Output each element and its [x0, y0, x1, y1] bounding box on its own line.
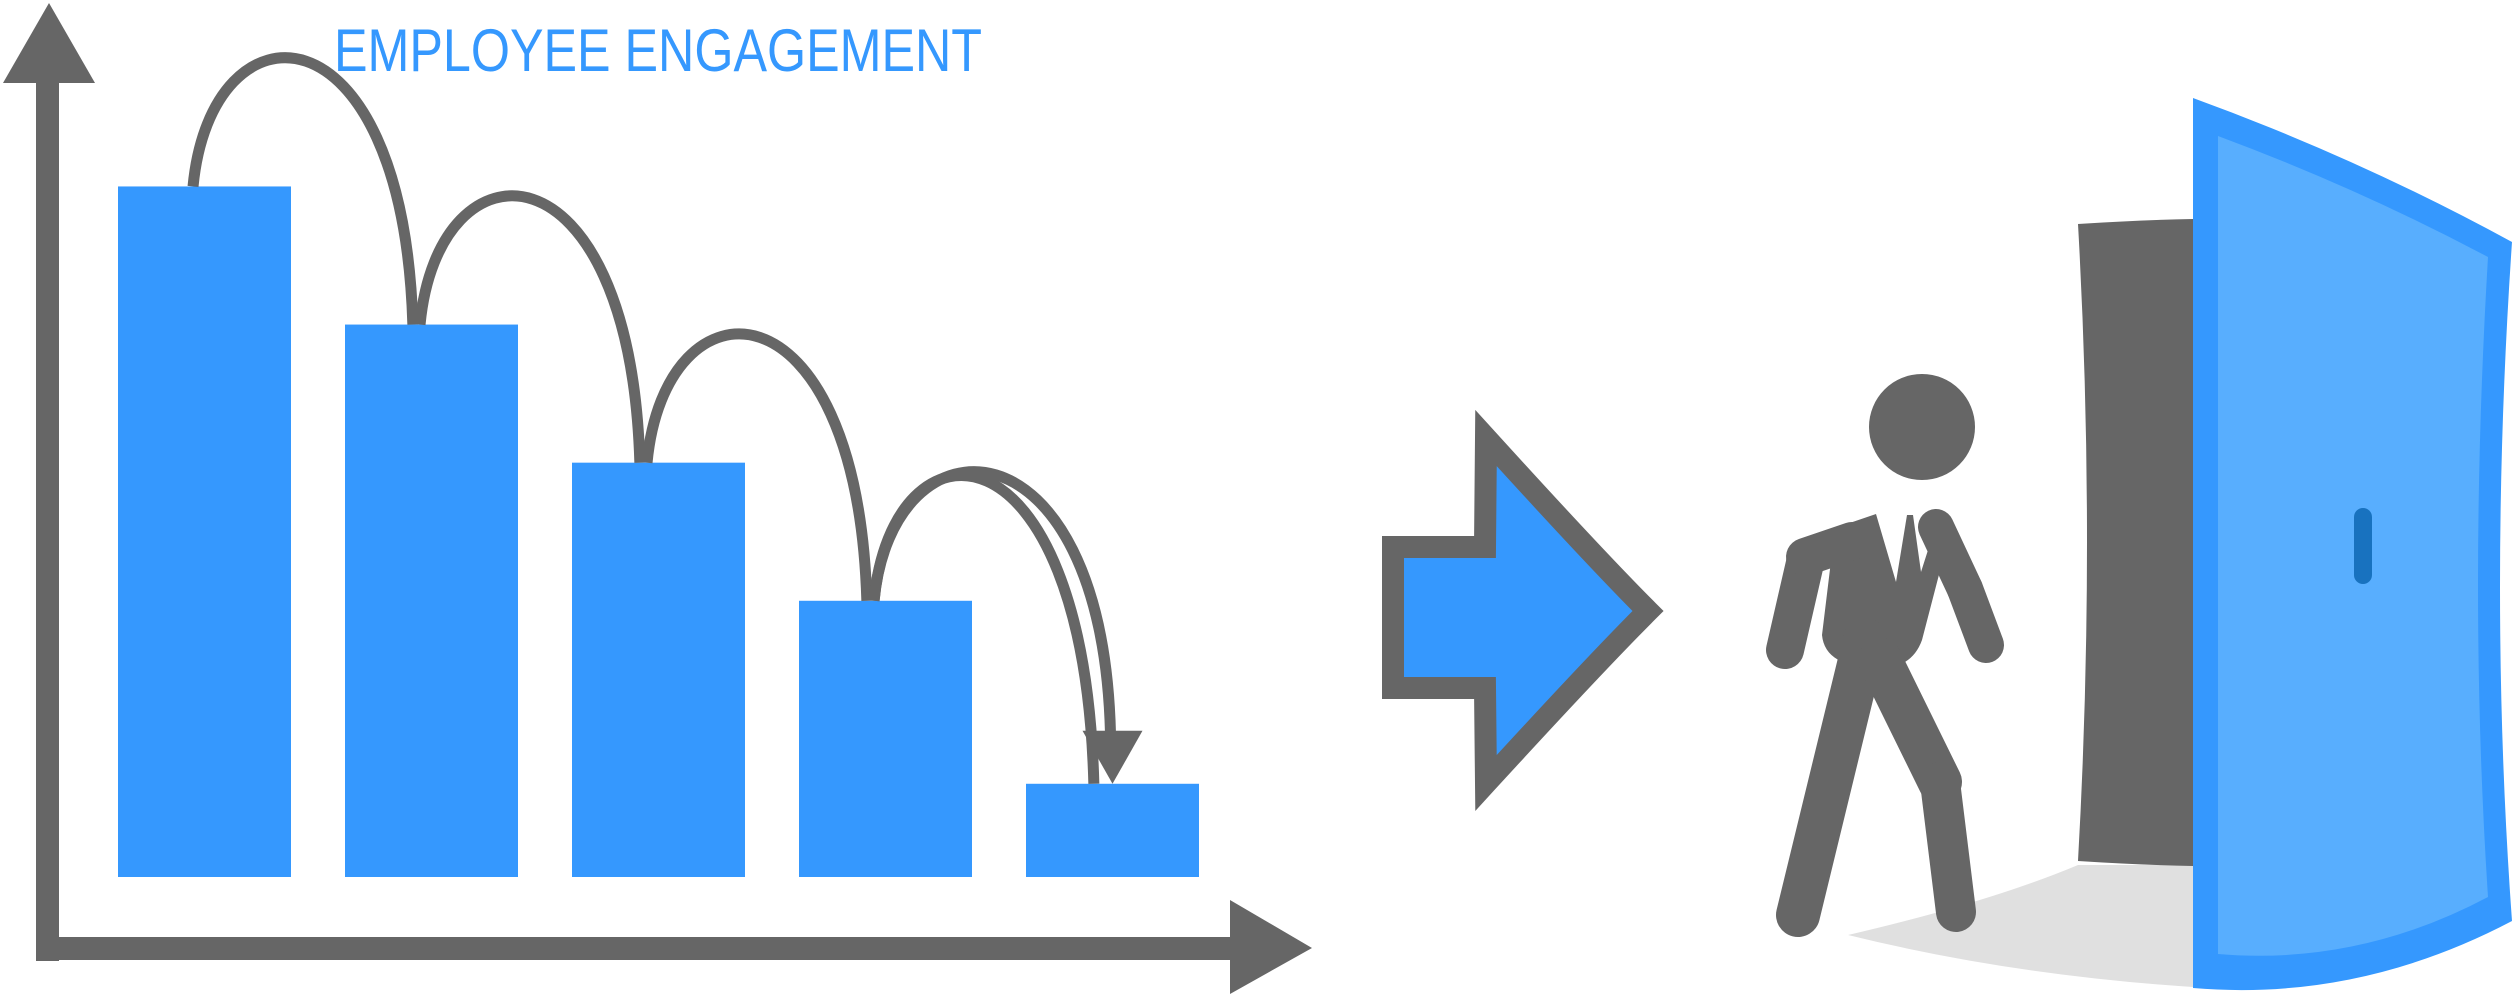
bounce-arc-2: [414, 190, 646, 463]
bounce-arc-final: [868, 466, 1116, 734]
bounce-arcs: [187, 52, 1143, 784]
person-head: [1869, 374, 1975, 480]
floor-shadow: [1848, 865, 2193, 987]
bounce-arc-1: [187, 52, 419, 325]
walking-person-icon: [1766, 374, 2004, 937]
chart-title: EMPLOYEE ENGAGEMENT: [334, 17, 982, 84]
person-right-arm-lower: [1947, 571, 2004, 663]
person-left-shoulder: [1786, 522, 1871, 576]
bar-2: [345, 324, 518, 877]
y-axis-arrowhead: [3, 3, 95, 83]
y-axis-line: [36, 78, 59, 961]
doorway-opening: [2078, 219, 2193, 866]
bar-1: [118, 186, 291, 877]
x-axis-line: [36, 937, 1236, 960]
engagement-chart: EMPLOYEE ENGAGEMENT: [3, 3, 1312, 994]
bar-4: [799, 600, 972, 877]
open-door-icon: [1848, 98, 2512, 991]
person-right-leg-lower: [1920, 762, 1976, 932]
bar-3: [572, 462, 745, 877]
bar-5: [1026, 783, 1199, 877]
bars-group: [118, 186, 1199, 877]
door-panel: [2218, 136, 2488, 956]
person-left-leg: [1776, 618, 1887, 937]
bounce-arc-3: [641, 328, 873, 601]
arc-arrowhead: [1082, 730, 1143, 784]
person-right-leg-upper: [1858, 638, 1962, 804]
right-arrow-icon: [1382, 409, 1664, 811]
person-left-arm: [1766, 544, 1824, 669]
x-axis-arrowhead: [1230, 900, 1312, 994]
axes: [3, 3, 1312, 994]
